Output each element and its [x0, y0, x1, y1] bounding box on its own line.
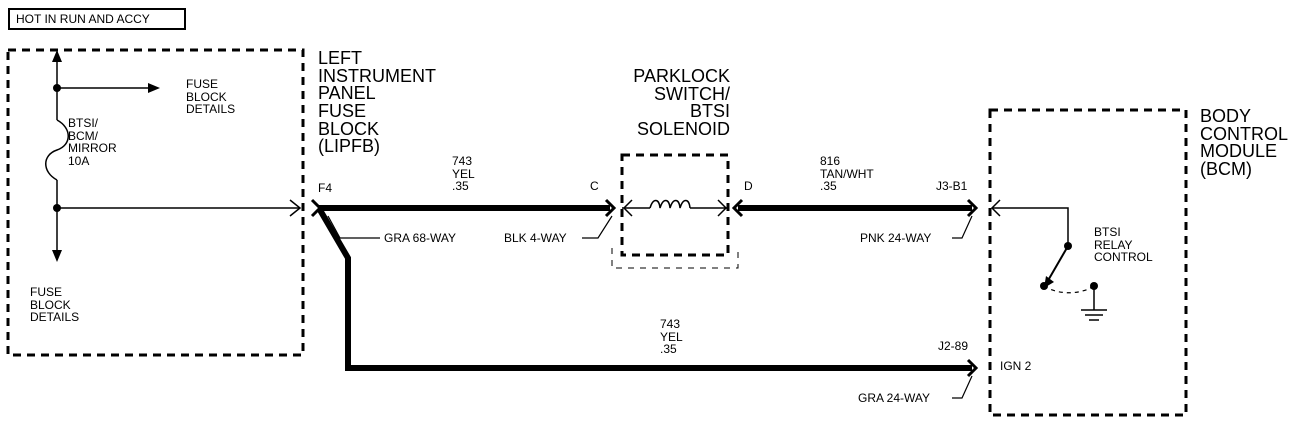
arrow-up-icon	[52, 50, 62, 62]
pin-j3-b1: J3-B1	[936, 179, 968, 193]
circuit-header: HOT IN RUN AND ACCY	[8, 8, 186, 30]
f4-connector-icon	[310, 198, 323, 218]
pin-j2-89: J2-89	[938, 339, 969, 353]
pin-c: C	[590, 179, 599, 193]
parklock-bracket	[611, 248, 739, 269]
solenoid-coil-icon	[649, 199, 691, 209]
ign-2-label: IGN 2	[1000, 359, 1032, 373]
connector-blk4: BLK 4-WAY	[504, 231, 567, 245]
coil-left-chevron-icon	[622, 199, 633, 217]
connector-gra68: GRA 68-WAY	[384, 231, 457, 245]
gra68-leader	[327, 215, 380, 239]
bcm-name: BODY CONTROL MODULE (BCM)	[1200, 106, 1289, 179]
connector-pnk24: PNK 24-WAY	[860, 231, 932, 245]
fuse-block-box	[6, 48, 305, 357]
pnk24-leader	[952, 215, 973, 239]
d-connector-icon	[731, 198, 744, 218]
parklock-name: PARKLOCK SWITCH/ BTSI SOLENOID	[633, 66, 730, 139]
relay-dashed-link	[1043, 285, 1095, 294]
c-connector-icon	[604, 198, 617, 218]
fuse-label: BTSI/ BCM/ MIRROR 10A	[68, 116, 117, 168]
fuse-block-details-bottom: FUSE BLOCK DETAILS	[30, 285, 80, 325]
pin-d: D	[744, 179, 753, 193]
gra24-leader	[952, 375, 973, 399]
btsi-relay-control: BTSI RELAY CONTROL	[1094, 225, 1153, 265]
parklock-box	[620, 153, 730, 257]
fuse-block-details-top: FUSE BLOCK DETAILS	[186, 77, 236, 117]
fuse-icon	[45, 119, 69, 181]
wire-743-bottom	[317, 208, 972, 371]
connector-gra24: GRA 24-WAY	[858, 391, 931, 405]
terminal-f4: F4	[318, 181, 333, 195]
connector-chevron-icon	[289, 199, 302, 217]
bcm-box	[988, 108, 1188, 417]
relay-switch-arm	[1045, 245, 1069, 285]
j3-b1-connector-icon	[966, 198, 979, 218]
coil-right-chevron-icon	[717, 199, 728, 217]
arrow-right-icon	[148, 83, 160, 93]
bcm-input-line	[992, 207, 1069, 244]
lipfb-name: LEFT INSTRUMENT PANEL FUSE BLOCK (LIPFB)	[318, 48, 436, 157]
arrow-down-icon	[52, 250, 62, 262]
wire-816-label: 816 TAN/WHT .35	[820, 154, 874, 194]
blk4-leader	[582, 215, 613, 239]
wire-743-bottom-label: 743 YEL .35	[660, 317, 683, 357]
j2-89-connector-icon	[966, 358, 979, 378]
wire-743-top-label: 743 YEL .35	[452, 154, 475, 194]
